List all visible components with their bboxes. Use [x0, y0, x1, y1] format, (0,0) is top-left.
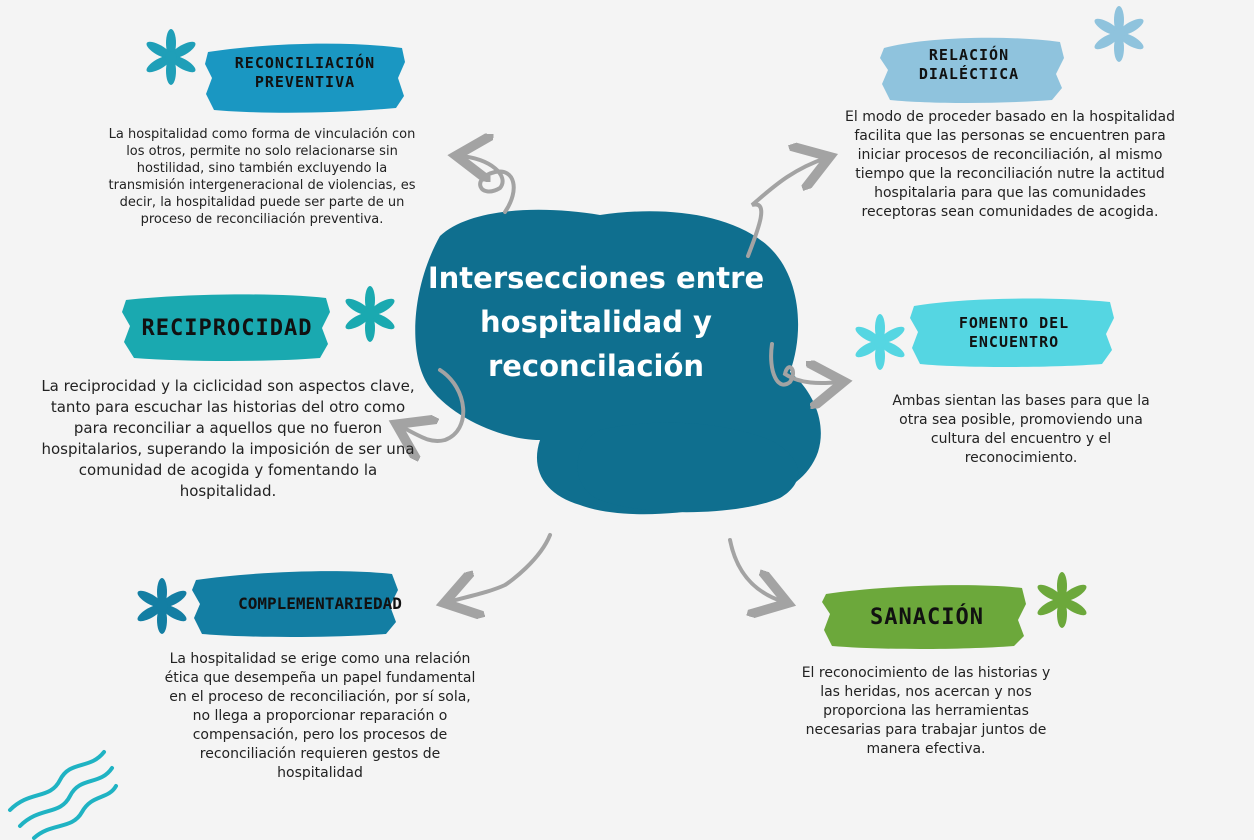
star-icon	[853, 314, 907, 370]
center-blob	[415, 209, 821, 515]
title-fomento-del-encuentro: Fomento del encuentro	[958, 314, 1070, 351]
center-title: Intersecciones entre hospitalidad y reco…	[427, 261, 765, 383]
body-relacion-dialectica: El modo de proceder basado en la hospita…	[845, 109, 1175, 220]
title-complementariedad: Complementariedad	[238, 594, 402, 613]
body-reciprocidad: La reciprocidad y la ciclicidad son aspe…	[41, 377, 415, 500]
star-icon	[144, 29, 198, 85]
brush-reciprocidad	[122, 294, 330, 361]
body-complementariedad: La hospitalidad se erige como una relaci…	[164, 651, 476, 781]
arrow-to-relacion-dialectica	[746, 158, 826, 258]
brush-relacion-dialectica	[880, 37, 1064, 103]
star-icon	[135, 578, 189, 634]
title-reconciliacion-preventiva: Reconciliación preventiva	[234, 54, 376, 91]
star-icon	[1035, 572, 1089, 628]
body-fomento-del-encuentro: Ambas sientan las bases para que la otra…	[892, 393, 1150, 466]
brush-reconciliacion-preventiva	[205, 43, 405, 113]
brush-complementariedad	[192, 571, 398, 637]
arrow-to-fomento-del-encuentro	[769, 342, 840, 385]
arrow-to-reciprocidad	[400, 368, 466, 441]
arrow-to-sanacion	[728, 538, 784, 602]
body-sanacion: El reconocimiento de las historias y las…	[801, 665, 1051, 757]
arrow-to-complementariedad	[448, 533, 552, 602]
brush-fomento-del-encuentro	[910, 298, 1114, 367]
title-reciprocidad: Reciprocidad	[141, 316, 313, 341]
body-reconciliacion-preventiva: La hospitalidad como forma de vinculació…	[108, 127, 416, 227]
brush-sanacion	[822, 585, 1026, 649]
arrows	[400, 156, 840, 602]
star-icon	[343, 286, 397, 342]
star-icon	[1092, 6, 1146, 62]
title-sanacion: Sanación	[870, 605, 984, 630]
title-relacion-dialectica: Relación dialéctica	[918, 46, 1020, 83]
waves-decoration	[8, 750, 118, 840]
arrow-to-reconciliacion-preventiva	[460, 156, 516, 214]
